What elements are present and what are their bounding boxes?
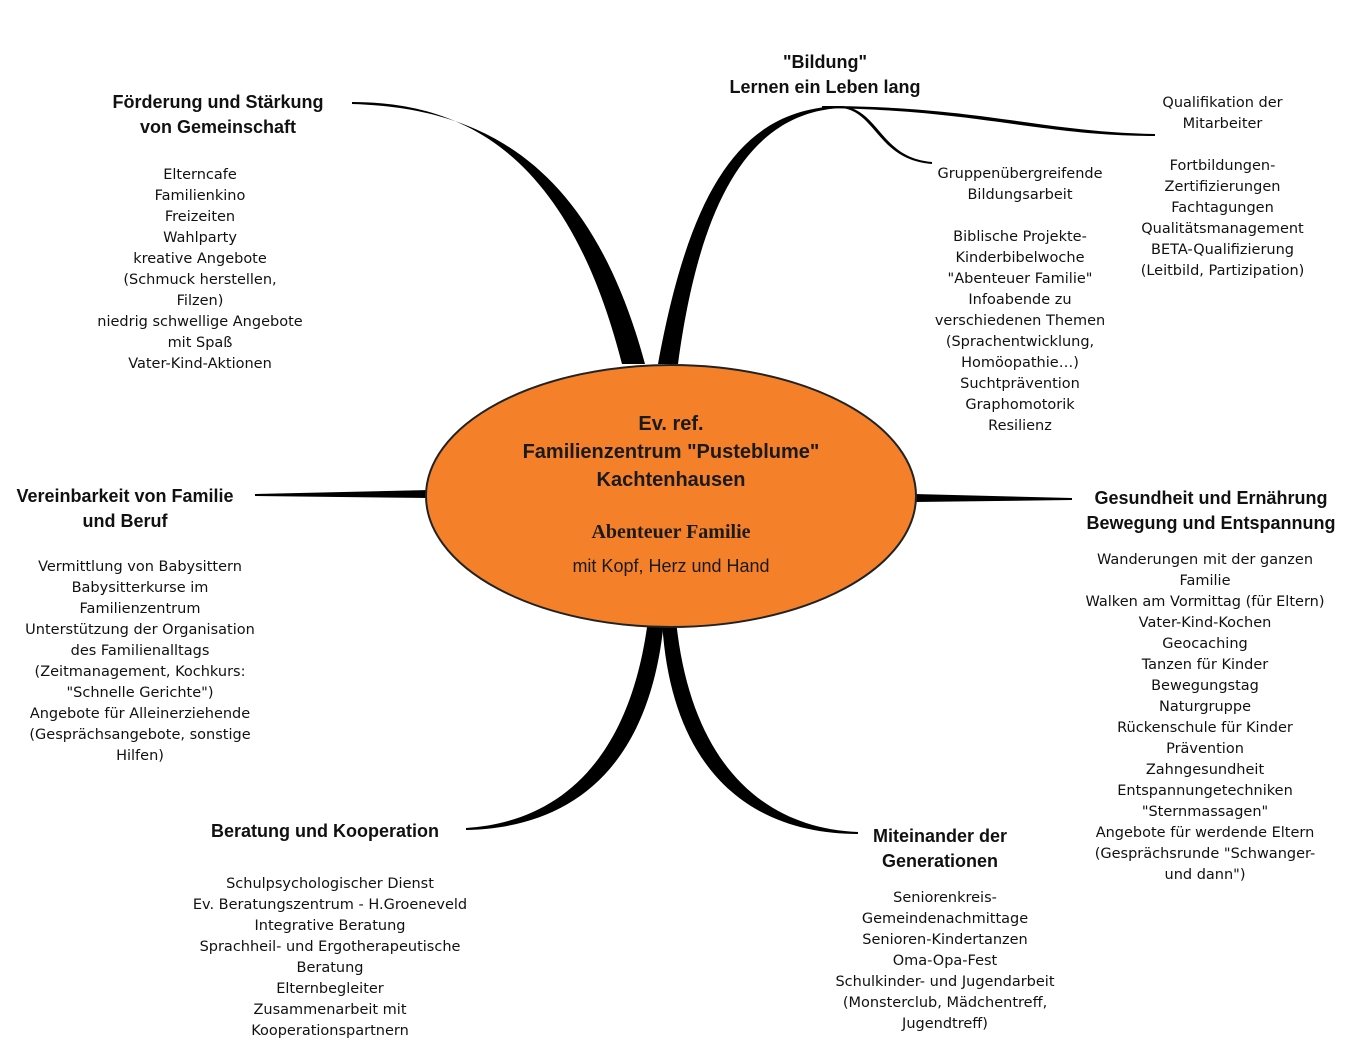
gesundheit-item: Rückenschule für Kinder xyxy=(1117,720,1293,736)
miteinander-heading: Miteinander der Generationen xyxy=(872,826,1008,871)
bildung-gruppen-item: (Sprachentwicklung, xyxy=(945,334,1095,350)
center-subtitle: mit Kopf, Herz und Hand xyxy=(572,556,770,576)
gesundheit-item: Wanderungen mit der ganzen xyxy=(1096,552,1314,568)
bildung-gruppen-items: Biblische Projekte- Kinderbibelwoche "Aben… xyxy=(920,227,1120,437)
branch-beratung xyxy=(466,620,664,830)
vereinbarkeit-item: Familienzentrum xyxy=(79,601,201,617)
branch-bildung xyxy=(658,106,842,364)
bildung-gruppen-item: Infoabende zu xyxy=(968,292,1072,308)
gesundheit-heading: Gesundheit und Ernährung Bewegung und En… xyxy=(1086,488,1336,533)
gesundheit-item: Geocaching xyxy=(1162,636,1248,652)
bildung-gruppen-item: "Abenteuer Familie" xyxy=(947,271,1093,287)
bildung-qualifikation-item: Qualifikation der xyxy=(1162,95,1283,111)
gesundheit-item: Tanzen für Kinder xyxy=(1141,657,1269,673)
branch-foerderung xyxy=(352,102,645,364)
bildung-heading: "Bildung" Lernen ein Leben lang xyxy=(729,52,921,97)
gesundheit-item: Walken am Vormittag (für Eltern) xyxy=(1085,594,1325,610)
bildung-qualifikation-item: Fortbildungen- xyxy=(1169,158,1276,174)
branch-gesundheit xyxy=(914,494,1072,502)
gesundheit-item: Naturgruppe xyxy=(1159,699,1251,715)
bildung-qualifikation-item: BETA-Qualifizierung xyxy=(1151,242,1294,258)
miteinander-item: Oma-Opa-Fest xyxy=(892,953,998,969)
miteinander-item: (Monsterclub, Mädchentreff, xyxy=(842,995,1048,1011)
gesundheit-item: "Sternmassagen" xyxy=(1141,804,1269,820)
miteinander-item: Senioren-Kindertanzen xyxy=(862,932,1028,948)
foerderung-item: niedrig schwellige Angebote xyxy=(97,314,303,330)
bildung-gruppen-item: Homöopathie…) xyxy=(961,355,1079,371)
vereinbarkeit-item: (Zeitmanagement, Kochkurs: xyxy=(34,664,246,680)
branch-bildung-gruppen xyxy=(842,106,932,164)
bildung-qualifikation-item: Zertifizierungen xyxy=(1164,179,1281,195)
bildung-qualifikation-item: Qualitätsmanagement xyxy=(1141,221,1304,237)
beratung-item: Elternbegleiter xyxy=(276,981,384,997)
gesundheit-item: Entspannungetechniken xyxy=(1117,783,1293,799)
gesundheit-item: Angebote für werdende Eltern xyxy=(1095,825,1315,841)
branch-vereinbarkeit xyxy=(255,490,430,498)
vereinbarkeit-item: (Gesprächsangebote, sonstige xyxy=(29,727,251,743)
gesundheit-item: Zahngesundheit xyxy=(1145,762,1265,778)
miteinander-item: Jugendtreff) xyxy=(902,1016,988,1032)
beratung-heading: Beratung und Kooperation xyxy=(211,821,439,841)
miteinander-item: Schulkinder- und Jugendarbeit xyxy=(835,974,1055,990)
branch-miteinander xyxy=(662,620,858,834)
gesundheit-item: Vater-Kind-Kochen xyxy=(1138,615,1272,631)
beratung-item: Kooperationspartnern xyxy=(251,1023,409,1039)
beratung-item: Integrative Beratung xyxy=(254,918,406,934)
gesundheit-item: und dann") xyxy=(1164,867,1246,883)
bildung-gruppen-item: Kinderbibelwoche xyxy=(955,250,1085,266)
vereinbarkeit-item: Angebote für Alleinerziehende xyxy=(29,706,251,722)
miteinander-item: Gemeindenachmittage xyxy=(861,911,1029,927)
bildung-gruppen-item: Graphomotorik xyxy=(965,397,1075,413)
bildung-qualifikation-item: Mitarbeiter xyxy=(1182,116,1263,132)
miteinander-item: Seniorenkreis- xyxy=(893,890,997,906)
foerderung-item: kreative Angebote xyxy=(133,251,267,267)
foerderung-item: Filzen) xyxy=(176,293,224,309)
bildung-gruppen-item: Gruppenübergreifende xyxy=(937,166,1103,182)
foerderung-item: Familienkino xyxy=(154,188,246,204)
beratung-item: Beratung xyxy=(296,960,364,976)
beratung-item: Ev. Beratungszentrum - H.Groeneveld xyxy=(192,897,468,913)
bildung-gruppen-item: Bildungsarbeit xyxy=(967,187,1073,203)
bildung-gruppen-item: Biblische Projekte- xyxy=(953,229,1087,245)
center-motto: Abenteuer Familie xyxy=(591,521,751,543)
bildung-gruppen-item: Resilienz xyxy=(988,418,1052,434)
vereinbarkeit-item: Babysitterkurse im xyxy=(71,580,209,596)
gesundheit-item: Bewegungstag xyxy=(1151,678,1259,694)
beratung-item: Zusammenarbeit mit xyxy=(253,1002,407,1018)
foerderung-item: (Schmuck herstellen, xyxy=(123,272,277,288)
branch-bildung-qualifikation xyxy=(822,106,1155,136)
bildung-qualifikation-item: Fachtagungen xyxy=(1171,200,1274,216)
bildung-qualifikation-item: (Leitbild, Partizipation) xyxy=(1140,263,1305,279)
bildung-gruppen-item: verschiedenen Themen xyxy=(934,313,1106,329)
vereinbarkeit-item: Unterstützung der Organisation xyxy=(25,622,255,638)
foerderung-item: Wahlparty xyxy=(163,230,237,246)
vereinbarkeit-item: Hilfen) xyxy=(116,748,164,764)
bildung-gruppen-item: Suchtprävention xyxy=(960,376,1080,392)
gesundheit-item: Familie xyxy=(1179,573,1231,589)
foerderung-heading: Förderung und Stärkung von Gemeinschaft xyxy=(112,92,324,137)
center-title: Ev. ref. Familienzentrum "Pusteblume" Ka… xyxy=(522,413,820,491)
foerderung-item: Freizeiten xyxy=(164,209,236,225)
vereinbarkeit-item: "Schnelle Gerichte") xyxy=(66,685,214,701)
vereinbarkeit-item: des Familienalltags xyxy=(70,643,210,659)
gesundheit-item: (Gesprächsrunde "Schwanger- xyxy=(1094,846,1316,862)
vereinbarkeit-item: Vermittlung von Babysittern xyxy=(38,559,242,575)
foerderung-item: mit Spaß xyxy=(167,335,233,351)
center-ellipse xyxy=(425,364,917,628)
foerderung-item: Vater-Kind-Aktionen xyxy=(128,356,272,372)
gesundheit-item: Prävention xyxy=(1166,741,1244,757)
beratung-item: Schulpsychologischer Dienst xyxy=(226,876,434,892)
beratung-item: Sprachheil- und Ergotherapeutische xyxy=(199,939,461,955)
vereinbarkeit-heading: Vereinbarkeit von Familie und Beruf xyxy=(16,486,234,531)
foerderung-item: Elterncafe xyxy=(163,167,237,183)
